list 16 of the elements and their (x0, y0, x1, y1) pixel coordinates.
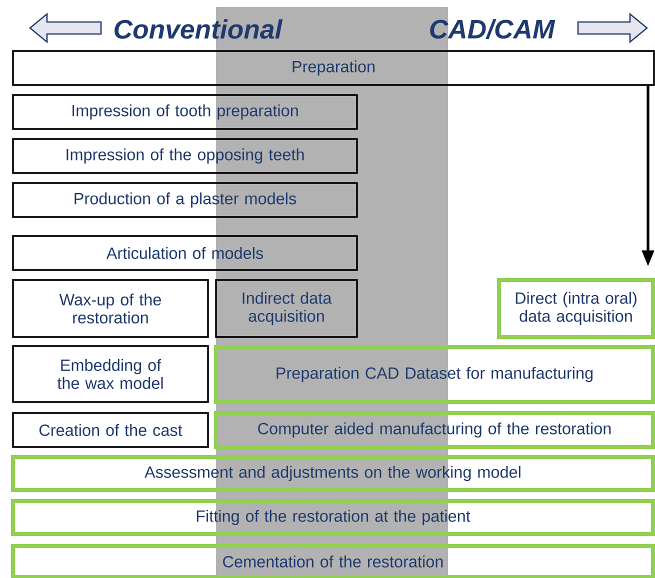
process-box: Preparation CAD Dataset for manufacturing (214, 345, 655, 404)
process-box: Assessment and adjustments on the working model (11, 455, 655, 492)
process-box: Fitting of the restoration at the patient (11, 499, 655, 536)
process-box: Creation of the cast (12, 412, 209, 448)
process-box: Computer aided manufacturing of the restoration (214, 411, 655, 449)
process-box: Cementation of the restoration (11, 544, 655, 578)
process-box: Embedding of the wax model (12, 345, 209, 403)
process-box: Wax-up of the restoration (12, 279, 209, 338)
process-box: Indirect data acquisition (215, 279, 358, 338)
process-box: Articulation of models (12, 235, 358, 271)
process-box: Production of a plaster models (12, 182, 358, 218)
process-box: Direct (intra oral) data acquisition (497, 278, 655, 339)
heading: Conventional (114, 19, 283, 39)
process-box: Impression of tooth preparation (12, 94, 358, 130)
process-box: Impression of the opposing teeth (12, 138, 358, 174)
process-box: Preparation (12, 50, 655, 86)
